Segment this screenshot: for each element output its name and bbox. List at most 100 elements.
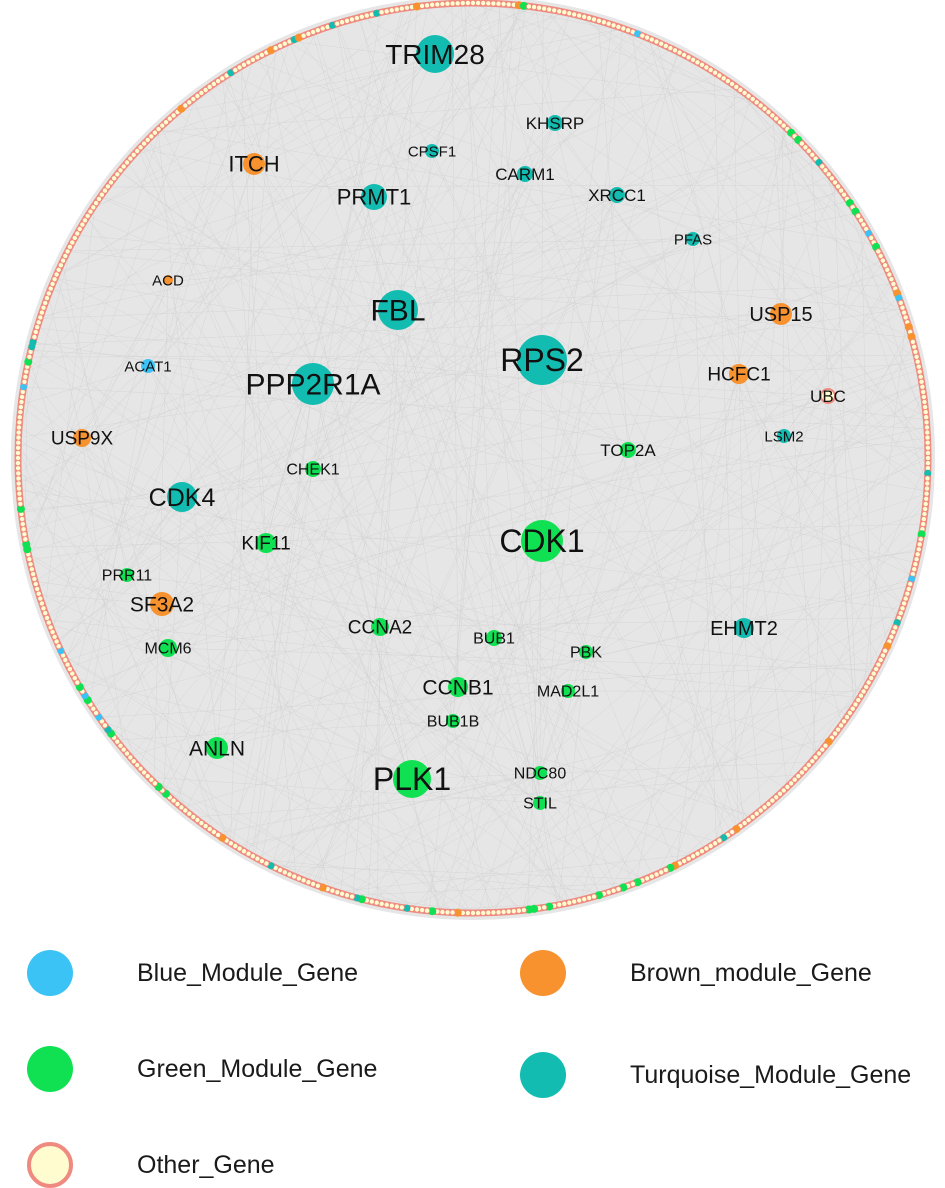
peripheral-node-other (531, 4, 538, 11)
edge (460, 3, 541, 804)
peripheral-node-other (141, 769, 148, 776)
peripheral-node-other (860, 221, 867, 228)
edge (254, 856, 427, 911)
edge (256, 57, 738, 829)
peripheral-node-other (769, 797, 776, 804)
node-lsm2: LSM2 (764, 428, 803, 445)
edge (46, 238, 694, 619)
peripheral-node-other (920, 516, 927, 523)
edge (81, 200, 849, 439)
peripheral-node-other (917, 536, 924, 543)
edge (18, 442, 234, 845)
node-pfas: PFAS (674, 231, 712, 248)
node-label: ITCH (228, 152, 279, 177)
edge (36, 238, 694, 589)
peripheral-node-other (398, 904, 405, 911)
peripheral-node-other (753, 99, 760, 106)
node-circle-brown (770, 303, 792, 325)
peripheral-node-other (127, 155, 134, 162)
peripheral-node-other (765, 109, 772, 116)
peripheral-node-other (912, 561, 919, 568)
peripheral-node-other (137, 144, 144, 151)
edge (161, 188, 840, 605)
peripheral-node-other (15, 434, 22, 441)
legend-item-blue: Blue_Module_Gene (27, 950, 358, 996)
peripheral-node-other (720, 75, 727, 82)
edge (161, 426, 927, 605)
edge (302, 395, 829, 880)
peripheral-node-turquoise (924, 469, 932, 477)
node-label: ACD (152, 272, 184, 289)
peripheral-node-other (15, 470, 22, 477)
peripheral-node-other (174, 801, 181, 808)
peripheral-node-other (571, 898, 578, 905)
peripheral-node-other (14, 449, 21, 456)
node-label: EHMT2 (710, 618, 778, 640)
peripheral-node-other (591, 893, 598, 900)
edge (26, 96, 197, 548)
node-top2a: TOP2A (600, 441, 656, 460)
legend-item-other: Other_Gene (27, 1142, 275, 1188)
edge (494, 690, 569, 913)
edge (541, 52, 680, 361)
edge (18, 365, 149, 475)
peripheral-node-other (922, 500, 929, 507)
node-acat1: ACAT1 (124, 358, 171, 375)
peripheral-node-green (525, 905, 533, 914)
edge (265, 542, 821, 753)
peripheral-node-other (464, 0, 471, 6)
edge (411, 778, 583, 900)
edge (64, 6, 529, 660)
edge (28, 359, 188, 812)
peripheral-node-other (838, 187, 845, 194)
node-circle-blue (141, 359, 155, 373)
edge (477, 238, 694, 914)
edge (580, 15, 874, 242)
peripheral-node-other (219, 75, 226, 82)
node-label: CCNA2 (348, 618, 412, 639)
peripheral-node-turquoise (29, 338, 37, 346)
peripheral-node-other (15, 444, 22, 451)
edge (147, 3, 456, 367)
peripheral-node-other (15, 424, 22, 431)
edge (431, 5, 527, 152)
edge (253, 9, 395, 165)
peripheral-node-blue (895, 294, 903, 302)
node-label: UBC (810, 387, 846, 406)
peripheral-node-other (31, 576, 38, 583)
edge (24, 363, 29, 538)
peripheral-node-other (716, 837, 723, 844)
edge (503, 3, 929, 450)
peripheral-node-other (546, 6, 553, 13)
network-background (11, 0, 935, 920)
peripheral-node-other (32, 328, 39, 335)
peripheral-node-other (924, 434, 931, 441)
edge (541, 24, 613, 542)
node-chek1: CHEK1 (286, 461, 340, 479)
edge (215, 772, 541, 834)
edge (89, 365, 149, 704)
edge (55, 277, 745, 629)
edge (492, 336, 912, 913)
node-circle-turquoise (547, 115, 563, 131)
peripheral-node-other (841, 191, 848, 198)
edge (434, 53, 863, 695)
edge (369, 449, 629, 902)
edge (167, 647, 524, 911)
peripheral-node-other (144, 773, 151, 780)
edge (91, 194, 618, 707)
peripheral-node-other (419, 2, 426, 9)
peripheral-node-other (108, 179, 115, 186)
edge (781, 124, 888, 646)
peripheral-node-other (870, 670, 877, 677)
peripheral-node-other (30, 571, 37, 578)
peripheral-node-other (855, 212, 862, 219)
peripheral-node-other (71, 234, 78, 241)
edge (181, 496, 596, 897)
edge (272, 296, 899, 867)
peripheral-node-other (15, 475, 22, 482)
edge (265, 542, 472, 914)
edge (256, 453, 929, 859)
node-rps2: RPS2 (500, 335, 584, 385)
edge (283, 257, 882, 872)
